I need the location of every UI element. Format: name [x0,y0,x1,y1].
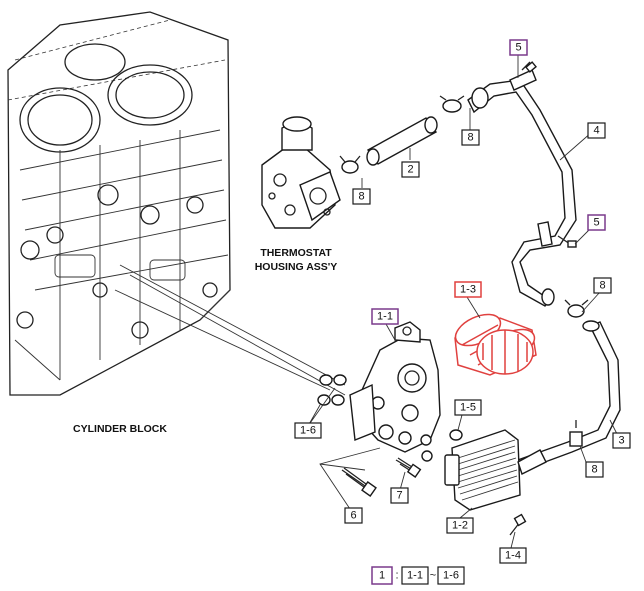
legend-start: 1-1 [407,570,423,582]
callout-2[interactable]: 2 [401,161,420,178]
clamp-drawing [439,95,465,113]
callout-label: 7 [396,490,402,502]
legend-main: 1 [379,570,385,582]
callout-label: 3 [618,435,624,447]
callout-5-mid[interactable]: 5 [587,214,606,231]
oil-filter-housing-drawing [349,321,441,453]
callout-label: 1-6 [300,425,316,437]
callout-label: 8 [591,464,597,476]
oil-filter-drawing [454,313,537,376]
legend-separator: : [395,570,398,582]
caption-thermostat-line1: THERMOSTAT [260,247,332,259]
callout-8-thermostat[interactable]: 8 [352,188,371,205]
callout-label: 5 [515,42,521,54]
callout-8-mid[interactable]: 8 [593,277,612,294]
callout-3[interactable]: 3 [612,432,631,449]
callout-1-4[interactable]: 1-4 [499,547,527,564]
callout-label: 1-4 [505,550,521,562]
callout-label: 6 [350,510,356,522]
pipe-4-drawing [467,69,577,307]
o-rings-drawing [317,374,463,462]
bolt-5-drawing [521,61,537,73]
callout-label: 1-3 [460,284,476,296]
legend-tilde: ~ [430,570,436,582]
bolt-7-drawing [395,457,422,478]
oil-cooler-drawing [444,429,547,511]
callout-label: 1-5 [460,402,476,414]
clamp-drawing [569,420,583,447]
callout-1-2[interactable]: 1-2 [446,517,474,534]
callout-8-bottom[interactable]: 8 [585,461,604,478]
callout-7[interactable]: 7 [390,487,409,504]
callout-5-top[interactable]: 5 [509,39,528,56]
caption-cylinder-block: CYLINDER BLOCK [73,423,167,435]
callout-label: 5 [593,217,599,229]
callout-1-3[interactable]: 1-3 [454,281,482,298]
assembly-legend: 1 : 1-1 ~ 1-6 [371,566,465,585]
callout-label: 8 [467,132,473,144]
callout-6[interactable]: 6 [344,507,363,524]
bolt-5-drawing [557,235,577,248]
guide-lines [114,264,346,396]
legend-end: 1-6 [443,570,459,582]
bolt-6-drawing [341,467,377,497]
cylinder-block-drawing [7,11,231,396]
callout-label: 1-1 [377,311,393,323]
callout-1-1[interactable]: 1-1 [371,308,399,325]
callout-4[interactable]: 4 [587,122,606,139]
bolt-1-4-drawing [509,513,527,536]
callout-label: 2 [407,164,413,176]
callout-1-5[interactable]: 1-5 [454,399,482,416]
leader-lines [307,54,621,553]
caption-thermostat-line2: HOUSING ASS'Y [255,261,338,273]
hose-2-drawing [366,116,438,166]
callout-label: 4 [593,125,599,137]
callout-label: 8 [599,280,605,292]
thermostat-housing-drawing [261,116,341,229]
callout-label: 1-2 [452,520,468,532]
clamp-drawing [564,299,589,318]
callout-label: 8 [358,191,364,203]
clamp-drawing [339,155,361,174]
callout-8-top[interactable]: 8 [461,129,480,146]
callout-1-6[interactable]: 1-6 [294,422,322,439]
